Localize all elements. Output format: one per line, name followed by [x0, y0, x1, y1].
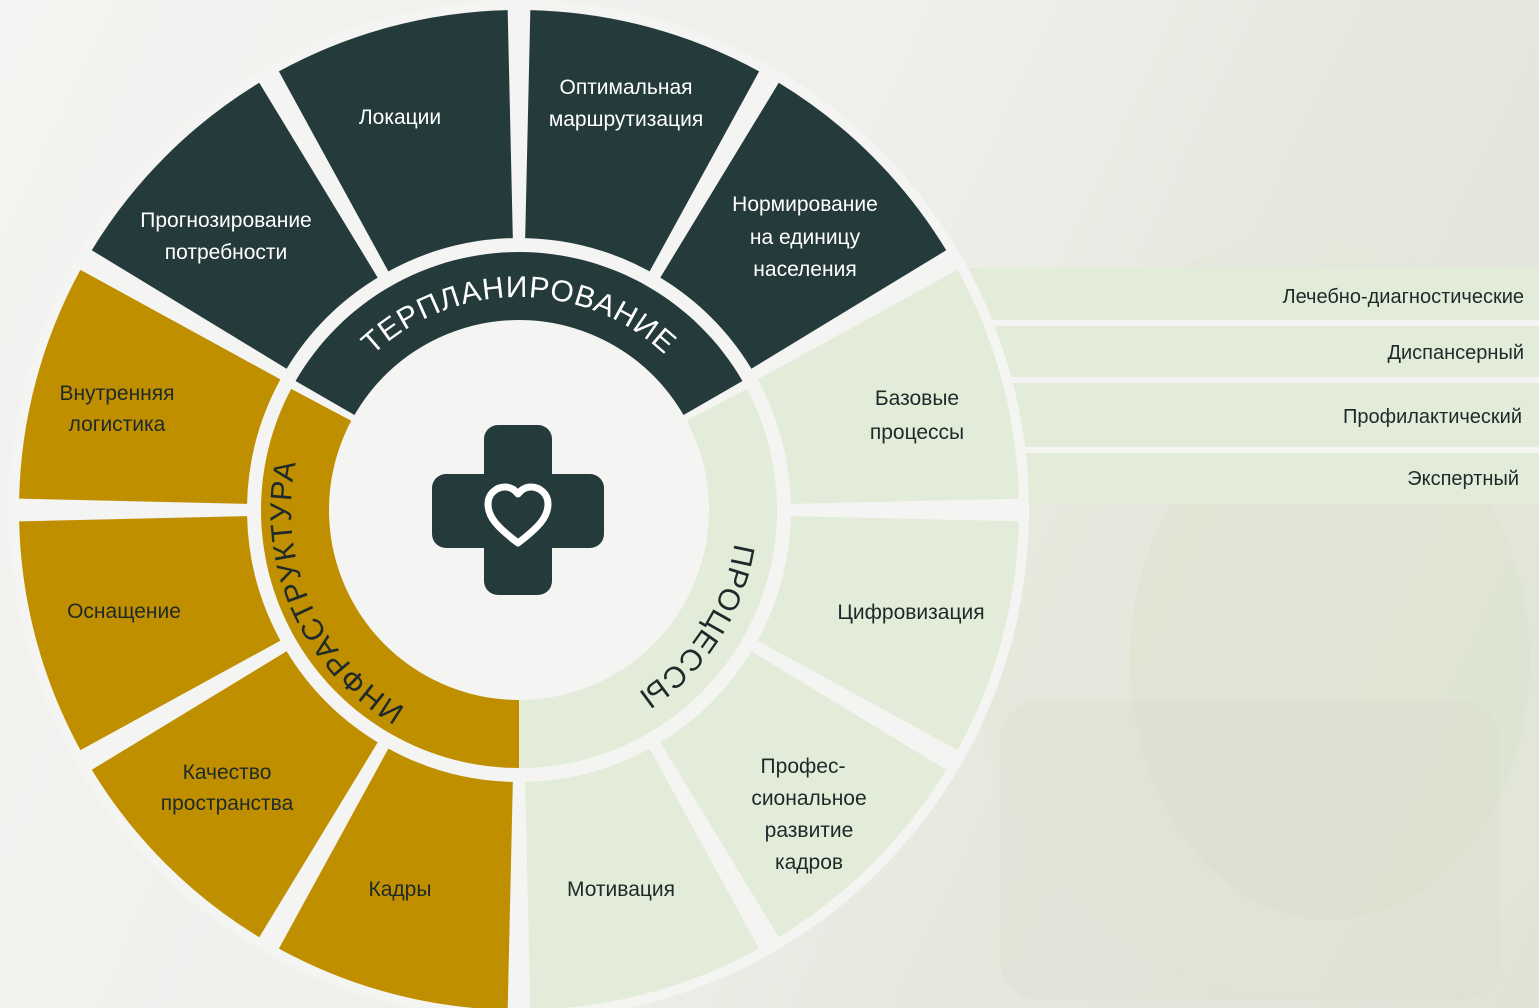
segment-optimalnaya-line1: Оптимальная: [559, 76, 692, 99]
inner-terplanirovanie-bg: [295, 252, 743, 415]
segment-logistika-line2: логистика: [69, 413, 166, 436]
segment-kadry: Кадры: [369, 878, 432, 901]
segment-lokacii-bg: [278, 10, 513, 272]
segment-kadry-bg: [278, 748, 513, 1008]
segment-logistika-line1: Внутренняя: [59, 382, 174, 405]
base-process-item: Диспансерный: [1387, 342, 1524, 364]
segment-osnashchenie-bg: [19, 516, 281, 751]
segment-prof-bg: [660, 651, 947, 938]
segment-kachestvo-bg: [91, 651, 378, 938]
segment-cifrovizaciya-bg: [757, 516, 1019, 751]
inner-ring: [260, 252, 777, 768]
medical-cross-heart-icon: [432, 425, 604, 595]
band-divider: [1010, 447, 1539, 453]
inner-processy-bg: [519, 388, 777, 768]
segment-normirovanie-line2: на единицу: [750, 226, 861, 249]
segment-prof-line4: кадров: [775, 851, 843, 874]
segment-prognoz-line2: потребности: [165, 241, 287, 264]
base-process-item: Лечебно-диагностические: [1282, 286, 1524, 308]
segment-motivaciya: Мотивация: [567, 878, 675, 901]
band-divider: [975, 320, 1539, 326]
segment-kachestvo-line2: пространства: [161, 792, 294, 815]
segment-motivaciya-bg: [525, 748, 760, 1008]
segment-cifrovizaciya: Цифровизация: [837, 601, 984, 624]
segment-normirovanie-line1: Нормирование: [732, 193, 878, 216]
segment-lokacii: Локации: [359, 106, 441, 129]
segment-labels: Локации Оптимальная маршрутизация Нормир…: [59, 76, 984, 901]
segment-prognoz-line1: Прогнозирование: [140, 209, 311, 232]
outer-ring: [19, 10, 1019, 1008]
segment-kachestvo-line1: Качество: [183, 761, 272, 784]
band-divider: [1000, 377, 1539, 383]
segment-prof-line2: сиональное: [751, 787, 866, 810]
segment-osnashchenie: Оснащение: [67, 600, 181, 623]
segment-bazovye-line2: процессы: [870, 421, 964, 444]
segment-prof-line3: развитие: [765, 819, 854, 842]
segment-prognoz-bg: [91, 82, 378, 369]
segment-normirovanie-bg: [660, 82, 947, 369]
base-process-item: Экспертный: [1407, 468, 1519, 490]
segment-normirovanie-line3: населения: [753, 258, 856, 281]
base-process-item: Профилактический: [1343, 406, 1522, 428]
segment-bazovye-bg: [757, 269, 1019, 504]
segment-optimalnaya-bg: [525, 10, 760, 272]
inner-infrastruktura-bg: [260, 388, 519, 768]
segment-optimalnaya-line2: маршрутизация: [549, 108, 703, 131]
segment-logistika-bg: [19, 269, 281, 504]
segment-prof-line1: Профес-: [761, 755, 846, 778]
segment-bazovye-line1: Базовые: [875, 387, 959, 410]
